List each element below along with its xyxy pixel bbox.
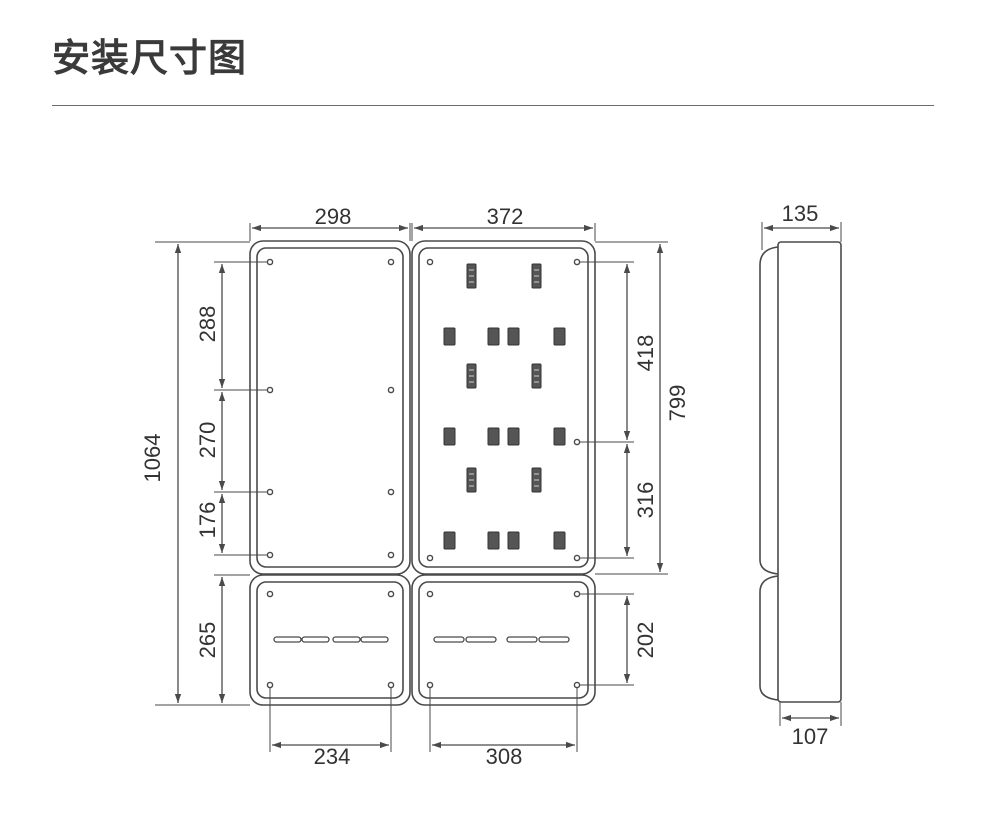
dim-bottom-left-hole-spacing: 234 (314, 744, 351, 769)
dim-bottom-right-hole-spacing: 308 (486, 744, 523, 769)
dim-top-right-width: 372 (487, 204, 524, 229)
dim-overall-height: 1064 (140, 434, 165, 483)
bottom-left-panel-inner (256, 581, 404, 699)
dim-right-module-height: 799 (665, 385, 690, 422)
dim-left-gap-3: 176 (195, 502, 220, 539)
dim-right-gap-1: 418 (633, 335, 658, 372)
bottom-left-panel-outer (249, 574, 411, 706)
terminal-block-details (469, 269, 539, 487)
cable-knockouts (273, 636, 570, 643)
extension-lines (155, 222, 842, 752)
dim-top-left-width: 298 (315, 204, 352, 229)
dimension-lines (174, 224, 839, 749)
dim-left-gap-1: 288 (195, 306, 220, 343)
side-view (759, 241, 842, 703)
dim-left-gap-2: 270 (195, 422, 220, 459)
dim-bottom-right-hole-height: 202 (633, 622, 658, 659)
terminal-blocks (443, 263, 566, 550)
dim-bottom-module-height: 265 (195, 622, 220, 659)
title-divider (52, 105, 934, 106)
top-left-panel-outer (249, 240, 411, 575)
top-right-panel-inner (418, 247, 589, 568)
top-right-panel-outer (411, 240, 596, 575)
bottom-right-panel-outer (411, 574, 596, 706)
top-left-panel-inner (256, 247, 404, 568)
dim-side-depth-body: 107 (792, 724, 829, 749)
page-title: 安装尺寸图 (52, 36, 248, 80)
dim-right-gap-2: 316 (633, 482, 658, 519)
dim-side-depth-total: 135 (782, 201, 819, 226)
bottom-right-panel-inner (418, 581, 589, 699)
